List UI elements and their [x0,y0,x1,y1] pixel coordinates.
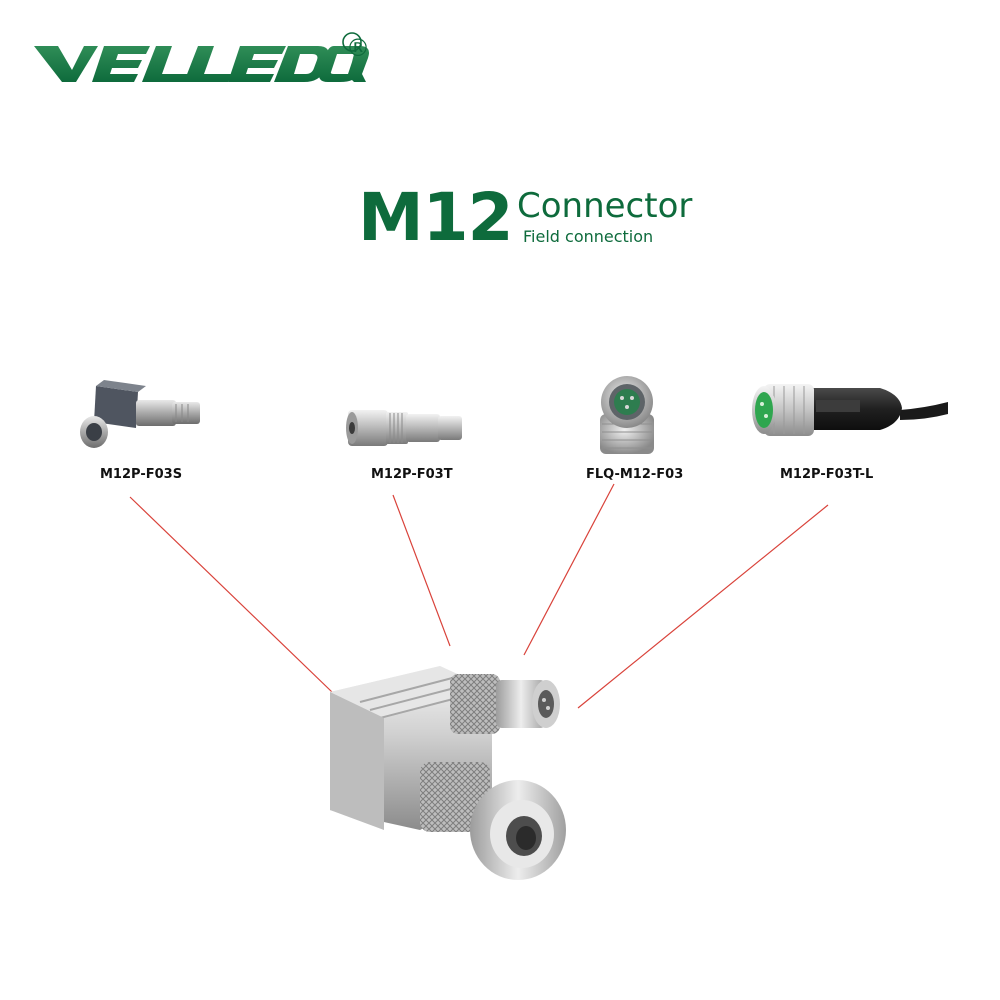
cable-connector-icon [752,384,948,436]
product-label-m12p-f03t-l: M12P-F03T-L [780,467,874,482]
page-subtitle: Field connection [523,227,654,246]
leader-line-1 [129,496,333,693]
registered-mark: ® [346,34,370,62]
product-label-m12p-f03t: M12P-F03T [371,467,453,482]
leader-line-3 [523,483,615,656]
page-title-main: M12 [358,179,514,256]
brand-logo [34,32,369,82]
page-title-secondary: Connector [517,186,693,226]
product-label-m12p-f03s: M12P-F03S [100,467,183,482]
panel-socket-icon [600,376,654,454]
right-angle-connector-icon [80,380,200,448]
straight-connector-icon [346,410,462,446]
leader-line-2 [392,494,451,647]
t-splitter-connector-icon [330,666,566,880]
leader-line-4 [577,504,829,709]
product-label-flq-m12-f03: FLQ-M12-F03 [586,467,684,482]
